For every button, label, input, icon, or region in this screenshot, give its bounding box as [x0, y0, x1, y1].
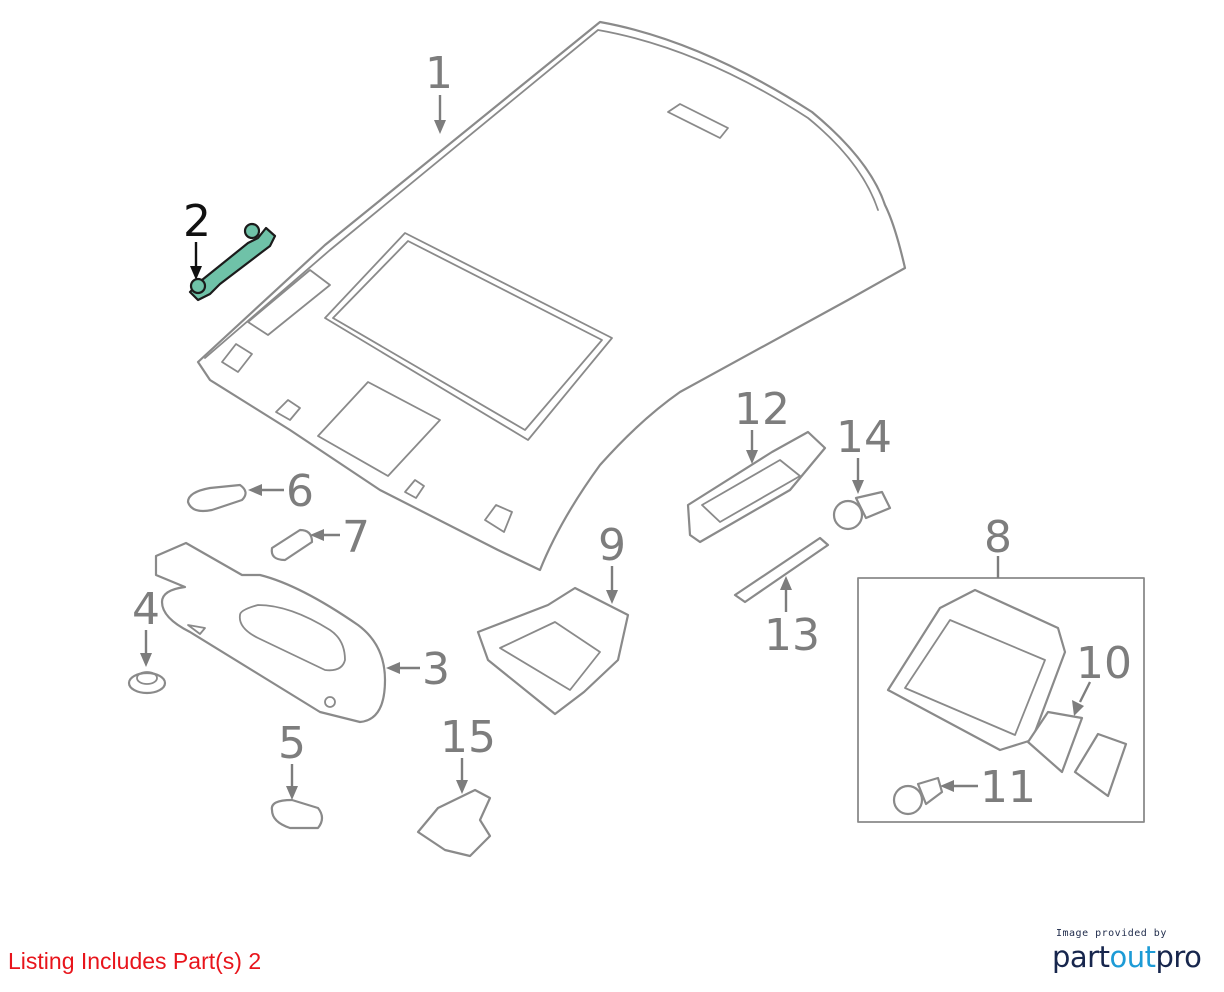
lamp-housing-part-12 [686, 430, 827, 544]
callout-11: 11 [980, 762, 1036, 813]
callout-6: 6 [286, 466, 314, 517]
logo-text-part: part [1052, 940, 1110, 974]
credit-caption: Image provided by [1056, 928, 1167, 939]
callout-labels: 1 2 3 4 5 6 7 8 9 10 11 12 13 14 15 [132, 48, 1132, 813]
callout-12: 12 [734, 384, 790, 435]
partoutpro-logo: partoutpro [1052, 941, 1212, 973]
bracket-part-9 [476, 586, 630, 716]
logo-text-pro: pro [1155, 940, 1202, 974]
bracket-part-6 [186, 483, 247, 513]
callout-5: 5 [278, 718, 306, 769]
logo-text-out: out [1109, 940, 1156, 974]
sun-visor-part-3 [154, 541, 387, 724]
image-credit: Image provided by partoutpro [1052, 928, 1212, 973]
listing-note: Listing Includes Part(s) 2 [8, 948, 262, 974]
grab-handle-part-2 [188, 222, 277, 302]
callout-7: 7 [342, 512, 370, 563]
callout-4: 4 [132, 584, 160, 635]
callout-14: 14 [836, 412, 892, 463]
callout-1: 1 [425, 48, 453, 99]
callout-9: 9 [598, 520, 626, 571]
bulb-part-11 [892, 776, 944, 816]
cover-part-5 [270, 798, 324, 830]
console-assembly-part-8 [857, 577, 1145, 823]
bulb-part-7 [270, 528, 314, 562]
visor-clip-part-4 [127, 671, 167, 695]
leader-lines [140, 95, 1092, 800]
callout-8: 8 [984, 512, 1012, 563]
callout-10: 10 [1076, 638, 1132, 689]
lens-part-13 [733, 536, 830, 604]
headliner-part-1 [196, 20, 907, 572]
callout-13: 13 [764, 610, 820, 661]
lens-part-10 [1026, 710, 1128, 798]
bulb-part-14 [832, 490, 892, 531]
latch-part-15 [416, 788, 492, 858]
callout-15: 15 [440, 712, 496, 763]
callout-3: 3 [422, 644, 450, 695]
callout-2: 2 [183, 196, 211, 247]
